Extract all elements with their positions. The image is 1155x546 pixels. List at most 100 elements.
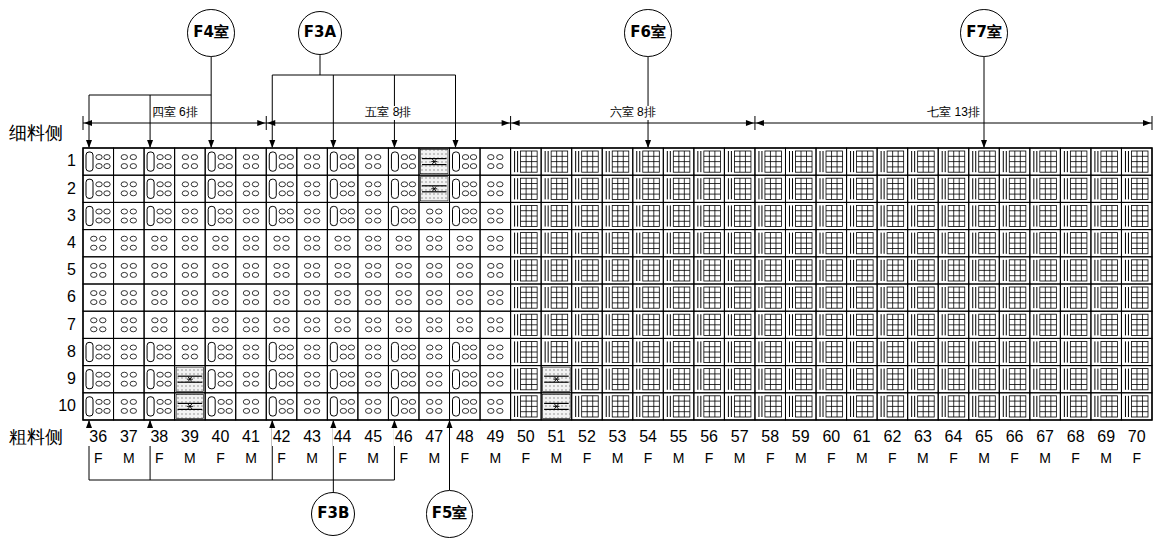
ladder-symbol — [928, 260, 929, 281]
ladder-symbol — [801, 205, 802, 226]
outlet-symbol — [365, 182, 371, 187]
ladder-symbol — [684, 260, 685, 281]
ladder-symbol — [548, 205, 549, 226]
ladder-symbol — [643, 287, 660, 308]
ladder-symbol — [1142, 205, 1143, 226]
ladder-symbol — [653, 205, 654, 226]
ladder-symbol — [826, 178, 843, 199]
ladder-symbol — [1045, 233, 1046, 254]
ladder-symbol — [887, 151, 904, 172]
cell-border — [663, 284, 694, 311]
ladder-symbol — [643, 243, 660, 244]
ladder-symbol — [789, 287, 790, 308]
outlet-symbol — [462, 209, 468, 214]
ladder-symbol — [643, 156, 660, 157]
hopper-cell — [114, 175, 145, 202]
ladder-symbol — [556, 287, 557, 308]
cell-border — [908, 175, 939, 202]
cell-border — [938, 284, 969, 311]
ladder-symbol — [531, 178, 532, 199]
outlet-symbol — [436, 272, 442, 277]
ladder-symbol — [789, 151, 790, 172]
ladder-symbol — [562, 151, 563, 172]
ladder-symbol — [1070, 183, 1087, 184]
ladder-symbol — [1131, 216, 1148, 217]
outlet-symbol — [374, 182, 380, 187]
ladder-symbol — [1014, 178, 1015, 199]
ladder-symbol — [728, 314, 729, 335]
outlet-symbol — [374, 218, 380, 223]
ladder-symbol — [556, 314, 557, 335]
ladder-symbol — [673, 292, 690, 293]
ladder-symbol — [1064, 233, 1065, 254]
ladder-symbol — [673, 194, 690, 195]
ladder-symbol — [1070, 166, 1087, 167]
ladder-symbol — [806, 178, 807, 199]
ladder-symbol — [1131, 297, 1148, 298]
ladder-symbol — [575, 178, 576, 199]
ladder-symbol — [928, 287, 929, 308]
ladder-symbol — [1075, 287, 1076, 308]
cell-border — [663, 257, 694, 284]
ladder-symbol — [551, 297, 568, 298]
outlet-symbol — [226, 155, 232, 160]
hopper-cell — [388, 284, 419, 311]
outlet-symbol — [335, 318, 341, 323]
outlet-symbol — [274, 272, 280, 277]
cell-border — [999, 175, 1030, 202]
ladder-symbol — [612, 324, 629, 325]
ladder-symbol — [898, 151, 899, 172]
cell-border — [327, 284, 358, 311]
ladder-symbol — [592, 205, 593, 226]
ladder-symbol — [731, 233, 732, 254]
ladder-symbol — [898, 205, 899, 226]
ladder-symbol — [1131, 161, 1148, 162]
outlet-symbol — [252, 191, 258, 196]
ladder-symbol — [606, 178, 607, 199]
outlet-symbol — [401, 155, 407, 160]
ladder-symbol — [775, 178, 776, 199]
ladder-symbol — [609, 260, 610, 281]
ladder-symbol — [1101, 265, 1118, 266]
cell-border — [419, 175, 450, 202]
ladder-symbol — [623, 178, 624, 199]
cell-border — [755, 257, 786, 284]
ladder-symbol — [1009, 287, 1026, 308]
hopper-cell — [266, 230, 297, 257]
outlet-symbol — [218, 164, 224, 169]
outlet-symbol — [396, 318, 402, 323]
ladder-symbol — [898, 178, 899, 199]
ladder-symbol — [673, 233, 690, 254]
outlet-symbol — [152, 263, 158, 268]
outlet-symbol — [304, 191, 310, 196]
outlet-symbol — [165, 155, 171, 160]
outlet-symbol — [130, 263, 136, 268]
hopper-cell — [236, 202, 267, 229]
outlet-symbol — [401, 209, 407, 214]
outlet-symbol — [427, 209, 433, 214]
ladder-symbol — [806, 260, 807, 281]
ladder-symbol — [1064, 151, 1065, 172]
ladder-symbol — [761, 233, 762, 254]
ladder-symbol — [948, 210, 965, 211]
outlet-symbol — [121, 155, 127, 160]
outlet-symbol — [130, 236, 136, 241]
cell-border — [358, 175, 389, 202]
outlet-symbol — [152, 291, 158, 296]
ladder-symbol — [911, 260, 912, 281]
outlet-symbol — [313, 327, 319, 332]
cell-border — [144, 230, 175, 257]
outlet-symbol — [121, 291, 127, 296]
ladder-symbol — [612, 302, 629, 303]
ladder-symbol — [765, 324, 782, 325]
ladder-symbol — [673, 270, 690, 271]
ladder-symbol — [826, 161, 843, 162]
outlet-symbol — [304, 291, 310, 296]
ladder-symbol — [606, 233, 607, 254]
ladder-symbol — [826, 210, 843, 211]
ladder-symbol — [918, 151, 935, 172]
ladder-symbol — [551, 210, 568, 211]
ladder-symbol — [884, 151, 885, 172]
outlet-symbol — [427, 218, 433, 223]
ladder-symbol — [918, 287, 935, 308]
